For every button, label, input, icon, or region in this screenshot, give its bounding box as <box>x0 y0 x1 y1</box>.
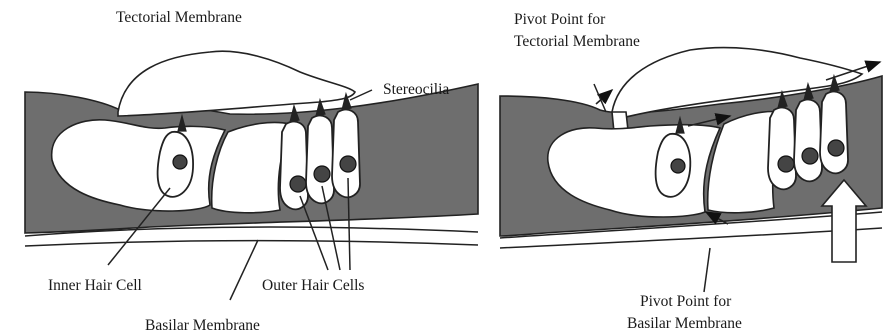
label-basilar-membrane: Basilar Membrane <box>145 317 260 334</box>
basilar-membrane-lower-line <box>25 241 478 246</box>
label-inner-hair-cell: Inner Hair Cell <box>48 277 142 294</box>
label-pivot-basilar-2: Basilar Membrane <box>627 315 742 332</box>
right-panel: Pivot Point for Tectorial Membrane Pivot… <box>500 11 882 332</box>
pivot-basilar-leader <box>704 248 710 292</box>
label-stereocilia: Stereocilia <box>383 81 449 98</box>
label-pivot-tectorial-1: Pivot Point for <box>514 11 606 28</box>
label-tectorial-membrane: Tectorial Membrane <box>116 9 242 26</box>
pivot-tectorial-arrow <box>596 90 612 104</box>
left-panel: Tectorial Membrane Stereocilia Inner Hai… <box>25 9 478 334</box>
label-pivot-tectorial-2: Tectorial Membrane <box>514 33 640 50</box>
label-pivot-basilar-1: Pivot Point for <box>640 293 732 310</box>
basilar-membrane-leader <box>230 240 258 300</box>
label-outer-hair-cells: Outer Hair Cells <box>262 277 364 294</box>
